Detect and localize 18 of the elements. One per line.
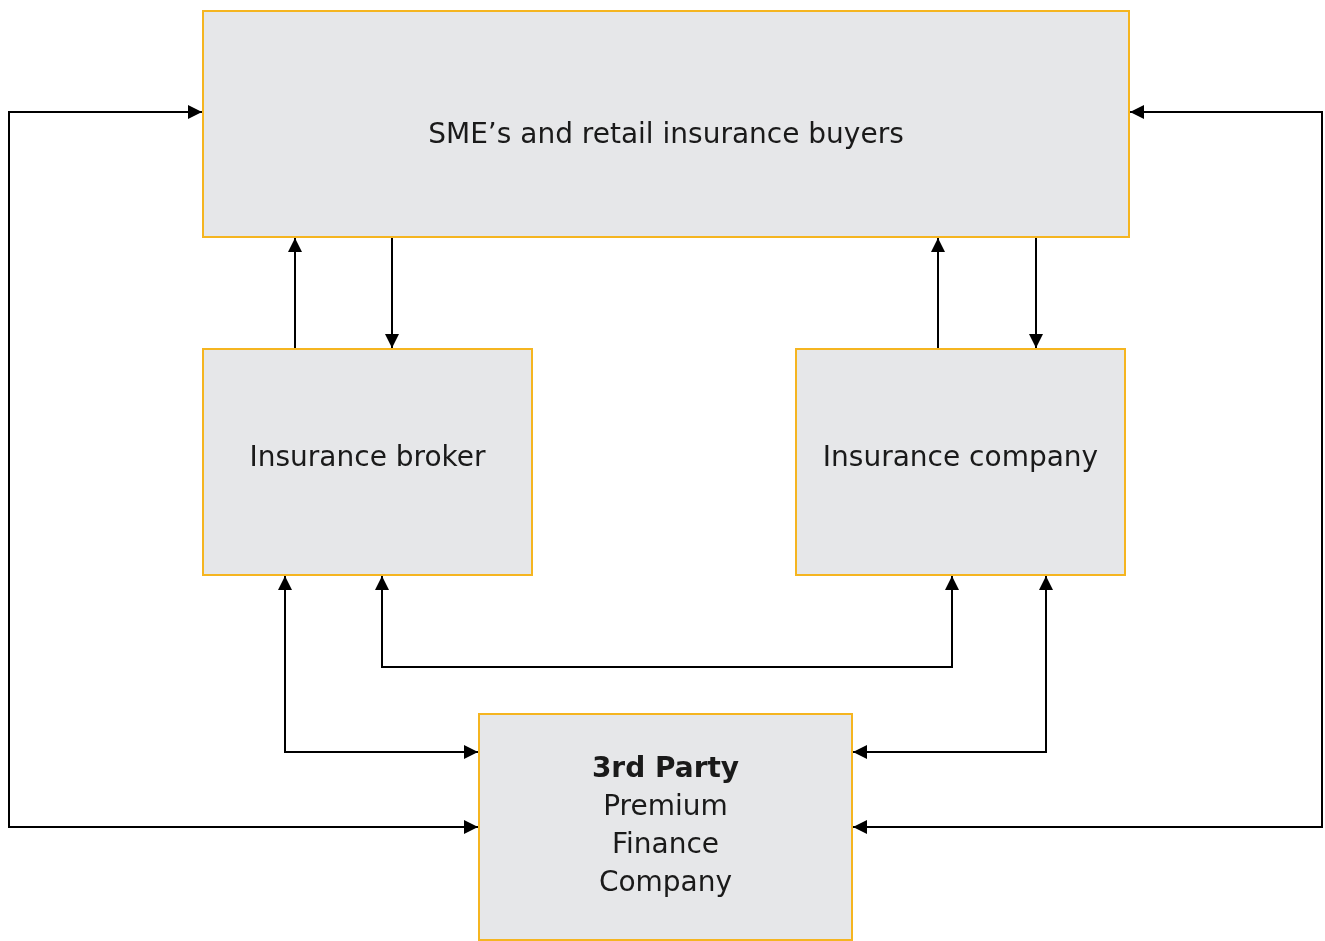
box-label: Insurance company xyxy=(822,439,1099,475)
process-box xyxy=(478,713,853,941)
arrow xyxy=(1029,237,1043,349)
box-heading: 3rd Party xyxy=(591,750,740,786)
arrow xyxy=(852,105,1323,834)
box-label: SME’s and retail insurance buyers xyxy=(428,116,904,152)
box-label: Insurance broker xyxy=(249,439,486,475)
arrow xyxy=(8,105,479,834)
process-box xyxy=(202,348,533,576)
arrow xyxy=(278,575,479,759)
process-box xyxy=(202,10,1130,238)
arrow xyxy=(385,237,399,349)
arrow xyxy=(852,575,1053,759)
process-box xyxy=(795,348,1126,576)
arrow xyxy=(931,237,945,349)
arrow xyxy=(288,237,302,349)
box-label: Premium Finance Company xyxy=(597,788,734,901)
arrow xyxy=(375,575,959,668)
